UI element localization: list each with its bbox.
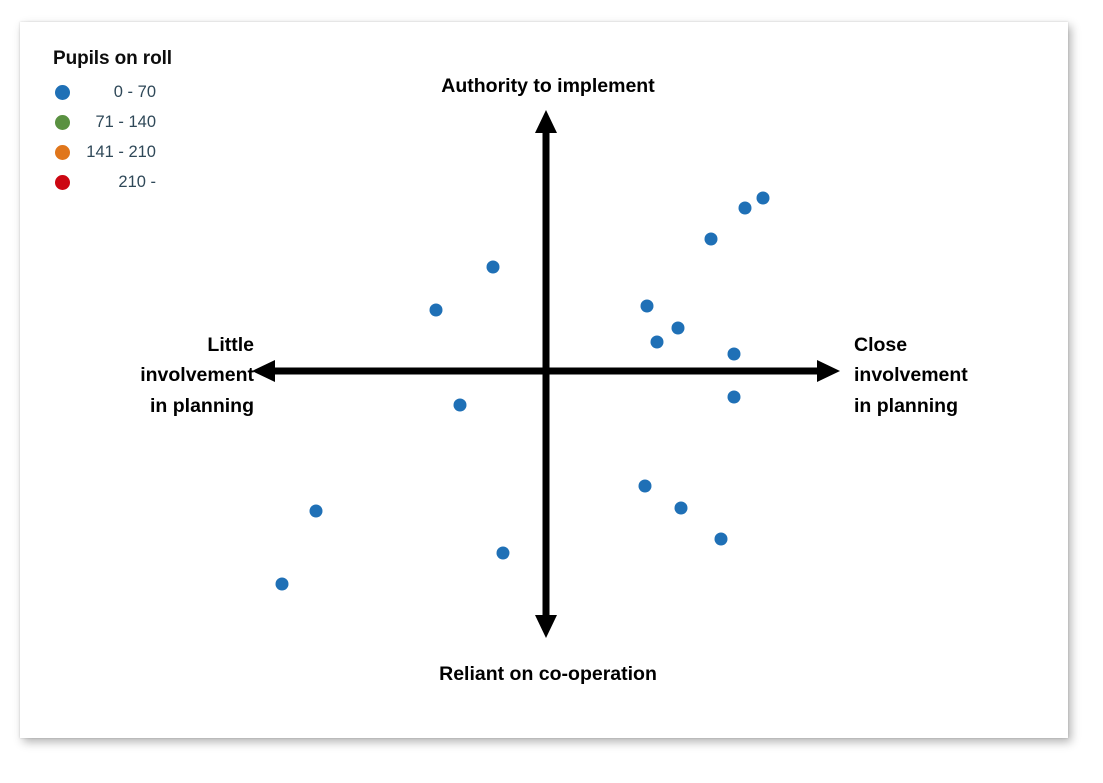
legend-item[interactable]: 210 - <box>53 167 172 197</box>
data-point[interactable] <box>486 260 500 274</box>
data-point[interactable] <box>704 232 718 246</box>
data-point[interactable] <box>671 321 685 335</box>
legend-swatch-icon <box>55 114 70 130</box>
legend-item[interactable]: 71 - 140 <box>53 107 172 137</box>
axis-label-bottom: Reliant on co-operation <box>439 663 657 685</box>
data-point[interactable] <box>496 546 510 560</box>
data-point[interactable] <box>674 501 688 515</box>
legend: Pupils on roll 0 - 70 71 - 140 141 - 210 21… <box>53 48 172 197</box>
data-point[interactable] <box>429 303 443 317</box>
data-point[interactable] <box>727 390 741 404</box>
data-point[interactable] <box>714 532 728 546</box>
data-point[interactable] <box>453 398 467 412</box>
legend-item-label: 210 - <box>118 172 156 191</box>
legend-item-label: 71 - 140 <box>95 112 156 131</box>
data-point[interactable] <box>275 577 289 591</box>
legend-item[interactable]: 0 - 70 <box>53 77 172 107</box>
data-point[interactable] <box>650 335 664 349</box>
axis-label-left: Little involvement in planning <box>140 334 254 417</box>
legend-item-label: 0 - 70 <box>113 82 156 101</box>
legend-swatch-icon <box>55 144 70 160</box>
axis-label-right: Close involvement in planning <box>854 334 968 417</box>
axis-label-top: Authority to implement <box>441 75 655 97</box>
data-point[interactable] <box>738 201 752 215</box>
data-point[interactable] <box>640 299 654 313</box>
horizontal-axis <box>252 360 840 382</box>
legend-item[interactable]: 141 - 210 <box>53 137 172 167</box>
vertical-axis <box>535 110 557 638</box>
scatter-plot-area: Authority to implement Reliant on co-ope… <box>20 22 1068 738</box>
legend-item-label: 141 - 210 <box>86 142 156 161</box>
legend-swatch-icon <box>55 84 70 100</box>
data-point[interactable] <box>638 479 652 493</box>
legend-title: Pupils on roll <box>53 48 172 69</box>
data-point[interactable] <box>756 191 770 205</box>
legend-items: 0 - 70 71 - 140 141 - 210 210 - <box>53 77 172 197</box>
data-point[interactable] <box>309 504 323 518</box>
data-point[interactable] <box>727 347 741 361</box>
chart-card: Authority to implement Reliant on co-ope… <box>20 22 1068 738</box>
legend-swatch-icon <box>55 174 70 190</box>
